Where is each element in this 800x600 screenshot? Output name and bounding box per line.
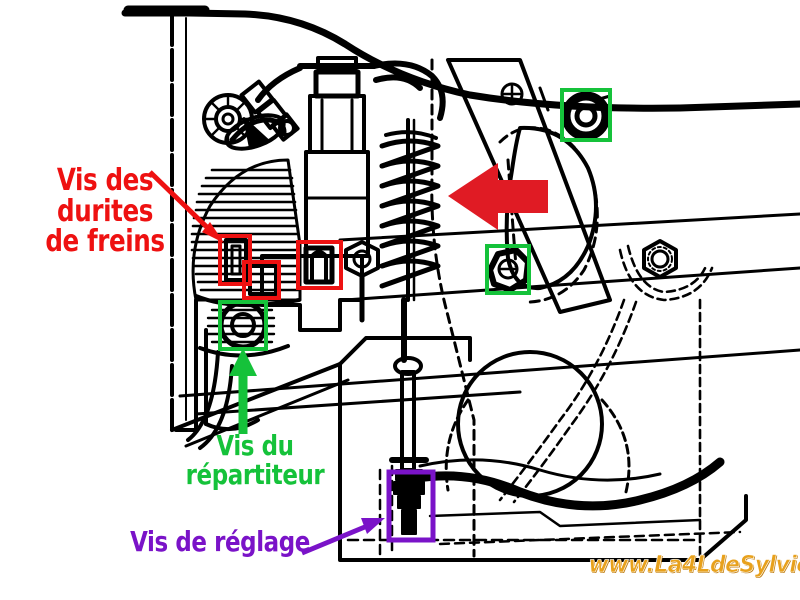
arm-tip — [594, 94, 612, 102]
right-hidden-contours — [498, 244, 714, 558]
site-watermark: www.La4LdeSylvie.fr — [588, 552, 800, 579]
floor-edge-left — [170, 362, 342, 432]
right-hex-bolt — [642, 239, 678, 279]
label-compensator-screw: Vis du répartiteur — [185, 429, 325, 491]
linkage-blocks — [239, 79, 300, 149]
brake-cable-outline — [418, 458, 662, 482]
red-box-hose-right — [296, 240, 343, 290]
label-brake-hose-screws: Vis des durites de freins — [45, 163, 165, 260]
red-block-arrow — [448, 163, 548, 230]
green-box-compensator — [218, 300, 268, 351]
adjuster-rod — [389, 297, 429, 535]
purple-pointer-arrow — [301, 518, 385, 556]
red-box-hose-lower — [242, 260, 281, 300]
pulley-wheel — [202, 93, 254, 145]
purple-box-adjuster — [386, 469, 436, 543]
upper-bolt — [561, 91, 611, 141]
drum-hidden — [444, 398, 631, 494]
brake-cable — [413, 457, 725, 511]
green-box-bolt-lower — [485, 244, 531, 295]
suspension-arm-hidden — [430, 58, 599, 558]
label-adjustment-screw: Vis de réglage — [130, 525, 310, 558]
small-hole — [500, 82, 524, 106]
drum-circle — [456, 350, 604, 498]
green-box-bolt-upper — [560, 88, 612, 142]
left-bracket — [174, 298, 260, 450]
green-pointer-arrow — [229, 348, 257, 434]
coil-spring — [379, 130, 441, 289]
